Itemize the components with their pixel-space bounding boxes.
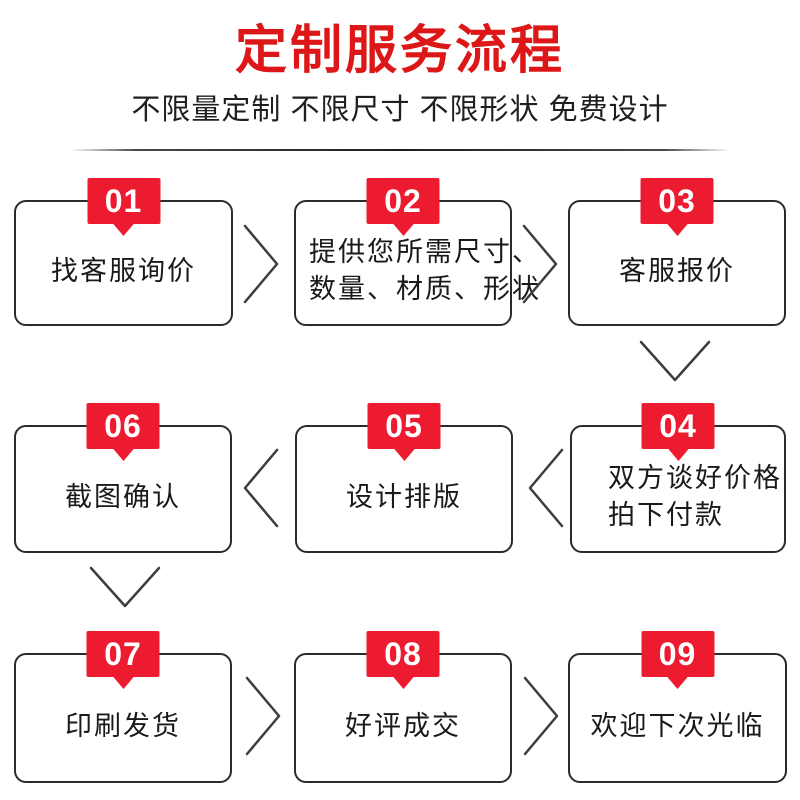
step-number: 02 [384,182,422,219]
subtitle: 不限量定制 不限尺寸 不限形状 免费设计 [131,94,669,126]
step-label: 好评成交 [345,710,461,741]
arrow-right-icon [522,224,560,304]
step-badge-03: 03 [640,178,714,224]
step-box-03: 03 客服报价 [568,178,786,326]
step-box-02: 02 提供您所需尺寸、 数量、材质、形状 [294,178,539,326]
step-label-line-1: 提供您所需尺寸、 [309,237,541,267]
divider-line [70,149,730,151]
step-label: 截图确认 [65,481,181,512]
step-label: 欢迎下次光临 [590,710,765,741]
step-label: 印刷发货 [65,710,181,741]
step-label: 找客服询价 [51,255,196,286]
step-number: 04 [659,407,697,444]
step-badge-02: 02 [366,178,440,224]
step-box-01: 01 找客服询价 [14,178,233,326]
step-label-line-1: 双方谈好价格 [608,463,782,493]
step-box-04: 04 双方谈好价格 拍下付款 [570,403,786,553]
step-box-08: 08 好评成交 [294,631,512,783]
step-box-06: 06 截图确认 [14,403,232,553]
arrow-right-icon [243,224,281,304]
arrow-down-icon [89,566,161,610]
step-badge-01: 01 [87,178,160,224]
step-badge-07: 07 [86,631,160,677]
step-number: 06 [104,407,142,444]
step-badge-06: 06 [86,403,160,449]
step-badge-05: 05 [367,403,441,449]
step-box-07: 07 印刷发货 [14,631,232,783]
arrow-left-icon [526,448,564,528]
step-number: 01 [104,182,143,219]
arrow-left-icon [241,448,279,528]
page-title: 定制服务流程 [234,22,565,80]
arrow-right-icon [523,676,561,756]
step-number: 05 [385,407,423,444]
step-badge-09: 09 [641,631,714,677]
step-label-line-2: 数量、材质、形状 [309,274,541,304]
step-badge-08: 08 [366,631,440,677]
step-number: 03 [658,182,696,219]
step-label: 设计排版 [346,481,462,512]
step-number: 09 [658,635,697,672]
step-label-line-2: 拍下付款 [608,500,724,530]
step-number: 07 [104,635,142,672]
arrow-down-icon [639,340,711,384]
step-number: 08 [384,635,422,672]
step-box-05: 05 设计排版 [295,403,513,553]
step-badge-04: 04 [641,403,715,449]
arrow-right-icon [245,676,283,756]
step-box-09: 09 欢迎下次光临 [568,631,787,783]
step-label: 客服报价 [619,255,735,286]
